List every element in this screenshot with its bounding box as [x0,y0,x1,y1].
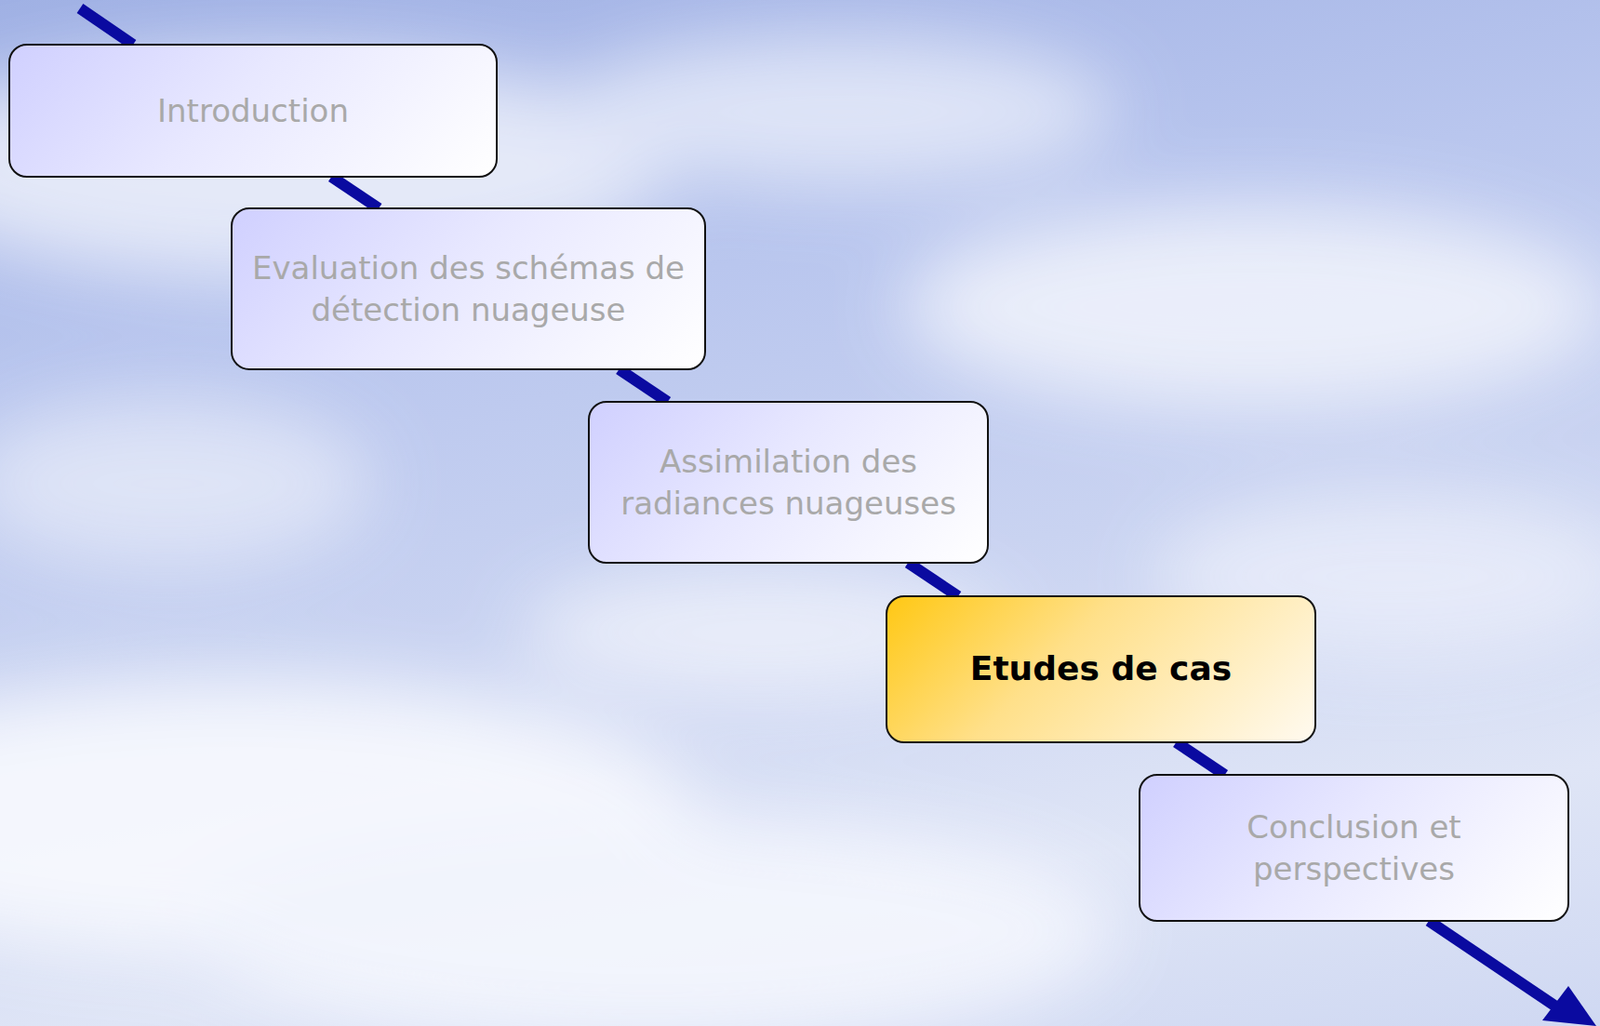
section-title: Evaluation des schémas de détection nuag… [232,247,705,330]
section-title: Conclusion et perspectives [1140,806,1568,889]
section-title: Assimilation des radiances nuageuses [589,440,987,523]
current-section-box: Etudes de cas [885,595,1317,744]
connector-line [331,176,379,209]
section-box: Conclusion et perspectives [1138,773,1570,922]
section-box: Evaluation des schémas de détection nuag… [230,207,707,371]
section-title: Introduction [138,90,368,132]
arrow-lead [80,8,134,45]
section-title: Etudes de cas [951,647,1251,692]
arrow-tail [1428,920,1563,1012]
section-box: Introduction [8,43,498,178]
arrow-head [1542,986,1597,1026]
connector-line [1175,742,1225,775]
section-box: Assimilation des radiances nuageuses [587,400,989,564]
connector-line [907,562,959,597]
connector-line [619,369,668,402]
